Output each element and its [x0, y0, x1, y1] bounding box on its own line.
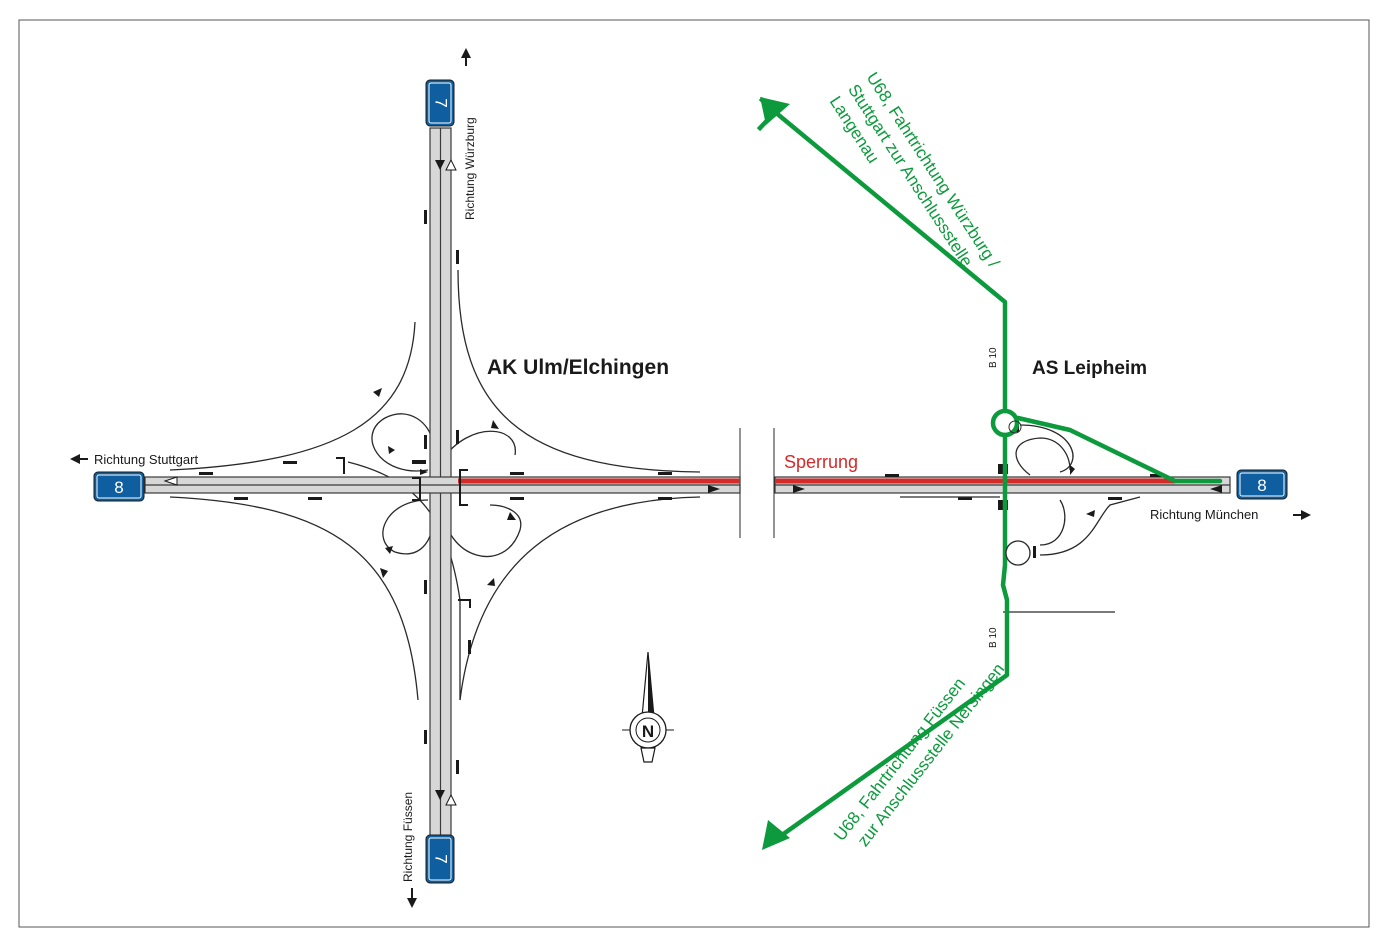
detour-south-line1: U68, Fahrtrichtung Füssen [830, 674, 969, 844]
label-richtung-muenchen: Richtung München [1150, 507, 1258, 522]
detour-south-line2: zur Anschlussstelle Nersingen [854, 660, 1009, 850]
shield-a8-west-label: 8 [114, 478, 123, 497]
label-b10-south: B 10 [988, 627, 999, 648]
detour-arrow-north-icon [760, 97, 790, 125]
arrow-south-icon [407, 898, 417, 908]
loop-sw [382, 499, 433, 555]
arrow-east-icon [1301, 510, 1311, 520]
label-richtung-fuessen: Richtung Füssen [401, 792, 415, 882]
roundabout-north-inner [1008, 420, 1022, 434]
shield-a7-north-label: 7 [432, 98, 451, 107]
direction-arrows [70, 48, 1311, 908]
loop-nw [371, 413, 433, 472]
arrow-north-icon [461, 48, 471, 58]
map-frame [18, 19, 1370, 928]
label-richtung-stuttgart: Richtung Stuttgart [94, 452, 198, 467]
bridge-marks [336, 457, 471, 608]
ramp-se [459, 496, 701, 701]
label-ak-ulm-elchingen: AK Ulm/Elchingen [487, 356, 669, 379]
ramp-sw [169, 496, 419, 701]
roundabout-south [1005, 540, 1031, 566]
label-richtung-wuerzburg: Richtung Würzburg [463, 117, 477, 220]
leipheim-ramps [900, 424, 1141, 613]
north-arrow-icon: N [622, 651, 674, 763]
shield-a7-north: 7 [425, 79, 455, 127]
detour-route [756, 96, 1223, 843]
label-b10-north: B 10 [988, 347, 999, 368]
shield-a7-south-label: 7 [432, 854, 451, 863]
detour-arrow-south-icon [762, 820, 790, 850]
label-as-leipheim: AS Leipheim [1032, 358, 1147, 379]
loop-ne [441, 430, 516, 461]
loop-se [441, 504, 522, 558]
ramp-ne [457, 269, 701, 473]
shield-a8-west: 8 [93, 471, 145, 502]
arrow-west-icon [70, 454, 80, 464]
compass-letter: N [642, 722, 654, 741]
shield-a8-east: 8 [1236, 469, 1288, 500]
detour-north-line2: Stuttgart zur Anschlussstelle [844, 81, 976, 270]
shield-a7-south: 7 [425, 834, 455, 884]
shield-a8-east-label: 8 [1257, 476, 1266, 495]
ramp-nw [169, 321, 416, 471]
lane-marks [199, 210, 1164, 774]
detour-north-text: U68, Fahrtrichtung Würzburg / Stuttgart … [826, 69, 1004, 271]
label-sperrung: Sperrung [784, 452, 858, 472]
detour-south-text: U68, Fahrtrichtung Füssen zur Anschlusss… [830, 660, 1009, 850]
ramp-arrows [373, 388, 516, 586]
